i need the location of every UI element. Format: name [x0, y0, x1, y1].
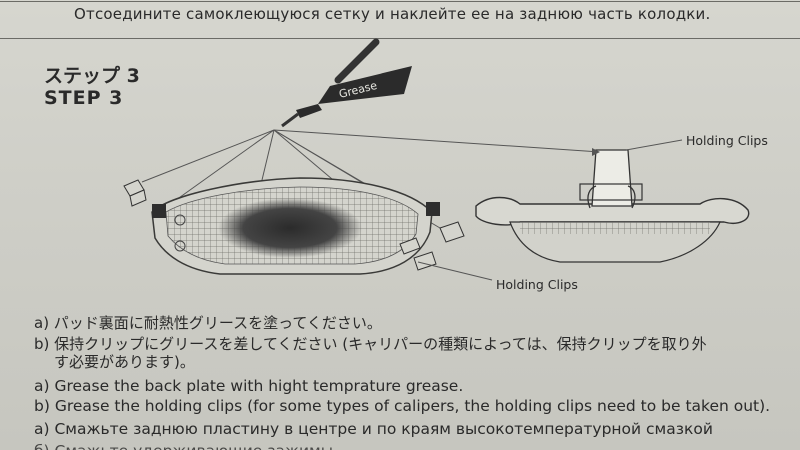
grease-tube-icon: Grease [281, 38, 412, 128]
brake-pad-diagram: Grease [123, 38, 750, 281]
right-brake-pad [475, 149, 750, 263]
callout-leader [625, 139, 683, 151]
left-brake-pad [151, 177, 440, 275]
instruction-a-english: a) Grease the back plate with hight temp… [34, 377, 464, 395]
instruction-b-english: b) Grease the holding clips (for some ty… [34, 397, 771, 415]
instruction-a-japanese: a) パッド裏面に耐熱性グリースを塗ってください。 [34, 314, 382, 332]
section-divider [0, 38, 800, 39]
instruction-a-russian: а) Смажьте заднюю пластину в центре и по… [34, 420, 713, 438]
instruction-b-japanese-cont: す必要があります)。 [54, 353, 195, 371]
holding-clips-callout-bottom: Holding Clips [496, 277, 578, 292]
step-title-japanese: ステップ 3 [44, 65, 140, 87]
instruction-b-russian: б) Смажьте удерживающие зажимы [34, 442, 333, 450]
russian-header-text: Отсоедините самоклеющуюся сетку и наклей… [74, 5, 711, 23]
instruction-b-japanese: b) 保持クリップにグリースを差してください (キャリパーの種類によっては、保持… [34, 335, 707, 353]
loose-clips [123, 179, 465, 271]
top-divider [0, 1, 800, 2]
step-title-english: STEP 3 [44, 87, 124, 109]
holding-clips-callout-top: Holding Clips [686, 133, 768, 148]
